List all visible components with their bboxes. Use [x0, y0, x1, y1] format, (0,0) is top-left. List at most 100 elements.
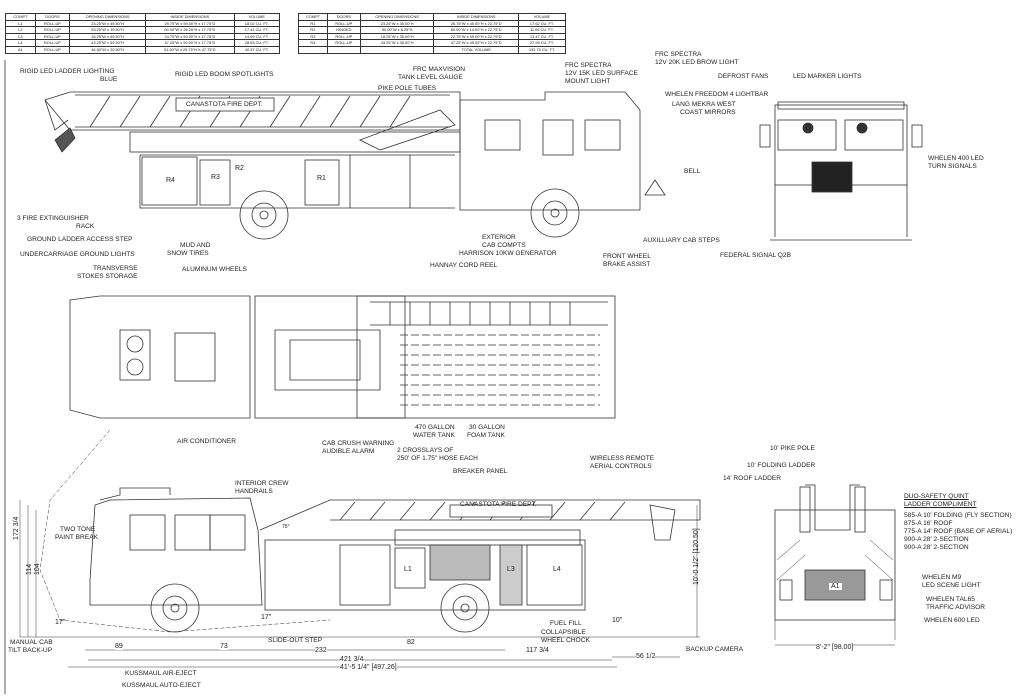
- turn-signals-label: WHELEN 400 LED: [928, 155, 984, 162]
- handrails-label-2: HANDRAILS: [235, 488, 273, 495]
- crosslays-label: 2 CROSSLAYS OF: [397, 447, 454, 454]
- spectra-15k-label-2: 12V 15K LED SURFACE: [565, 70, 638, 77]
- tal65-label: WHELEN TAL65: [926, 596, 975, 603]
- q2b-label: FEDERAL SIGNAL Q2B: [720, 252, 791, 259]
- dim-ladder-height: 10'-0 1/2" [120.50]: [693, 528, 700, 585]
- exterior-compts-label: EXTERIOR: [482, 234, 516, 241]
- total-value: 193.75 CU. FT.: [517, 45, 567, 54]
- stokes-label-2: STOKES STORAGE: [77, 273, 138, 280]
- dim-rear-clearance: 10": [612, 617, 623, 624]
- table-cell: ROLL-UP: [34, 45, 71, 54]
- hannay-label: HANNAY CORD REEL: [430, 262, 498, 269]
- dim-114: 114: [26, 563, 33, 575]
- dim-overall-height: 172 3/4: [13, 516, 20, 540]
- compartment-l4: L4: [553, 566, 561, 573]
- dim-82: 82: [407, 639, 415, 646]
- led600-label: WHELEN 600 LED: [924, 617, 980, 624]
- folding-ladder-label: 10' FOLDING LADDER: [747, 462, 816, 469]
- compartment-r2: R2: [235, 165, 244, 172]
- bell-label: BELL: [684, 168, 701, 175]
- spectra-20k-label-2: 12V 20K LED BROW LIGHT: [655, 59, 739, 66]
- maxvision-label-2: TANK LEVEL GAUGE: [398, 74, 463, 81]
- compartment-a1: A1: [829, 583, 842, 590]
- auto-eject-label: KUSSMAUL AUTO-EJECT: [122, 682, 201, 689]
- boom-spotlights-label: RIGID LED BOOM SPOTLIGHTS: [175, 71, 274, 78]
- ladder-dept-name: CANASTOTA FIRE DEPT.: [186, 101, 263, 108]
- handrails-label: INTERIOR CREW: [235, 480, 289, 487]
- aluminum-wheels-label: ALUMINUM WHEELS: [182, 266, 247, 273]
- dim-rear-width: 8'-2" [98.00]: [816, 644, 854, 651]
- lightbar-label: WHELEN FREEDOM 4 LIGHTBAR: [665, 91, 769, 98]
- ladder-lighting-label: RIGID LED LADDER LIGHTING: [20, 68, 115, 75]
- crosslays-label-2: 250' OF 1.75" HOSE EACH: [397, 455, 478, 462]
- slide-out-step-label: SLIDE-OUT STEP: [268, 637, 323, 644]
- wheel-chock-label: COLLAPSIBLE: [541, 629, 586, 636]
- dim-mid-clearance: 17": [261, 614, 272, 621]
- pike-pole-tubes-label: PIKE POLE TUBES: [378, 85, 437, 92]
- wheel-chock-label-2: WHEEL CHOCK: [541, 637, 590, 644]
- aux-steps-label: AUXILLIARY CAB STEPS: [643, 237, 720, 244]
- compartment-r1: R1: [317, 175, 326, 182]
- harrison-label: HARRISON 10KW GENERATOR: [459, 250, 557, 257]
- two-tone-label: TWO TONE: [60, 526, 96, 533]
- mirrors-label: LANG MEKRA WEST: [672, 101, 736, 108]
- total-label: TOTAL VOLUME: [433, 45, 519, 54]
- foam-tank-label: 30 GALLON: [469, 424, 505, 431]
- left-dept-name: CANASTOTA FIRE DEPT.: [460, 501, 537, 508]
- mud-tires-label-2: SNOW TIRES: [167, 250, 209, 257]
- cab-tilt-label: MANUAL CAB: [10, 639, 53, 646]
- dim-56: 56 1/2: [636, 653, 656, 660]
- spectra-20k-label: FRC SPECTRA: [655, 51, 702, 58]
- front-wheel-label: FRONT WHEEL: [603, 253, 651, 260]
- front-wheel-label-2: BRAKE ASSIST: [603, 261, 651, 268]
- mud-tires-label: MUD AND: [180, 242, 211, 249]
- ladder-compliment-title-2: LADDER COMPLIMENT: [904, 501, 977, 508]
- foam-tank-label-2: FOAM TANK: [467, 432, 505, 439]
- compartment-l3: L3: [507, 566, 515, 573]
- pike-pole-label: 10' PIKE POLE: [770, 445, 815, 452]
- dim-421: 421 3/4: [340, 656, 364, 663]
- compartment-r3: R3: [211, 174, 220, 181]
- rear-view-drawing: [774, 484, 896, 646]
- two-tone-label-2: PAINT BREAK: [55, 534, 98, 541]
- dim-104: 104: [34, 563, 41, 575]
- ladder-compliment-item: 900-A 28' 2-SECTION: [904, 536, 969, 543]
- wireless-controls-label: WIRELESS REMOTE: [590, 455, 655, 462]
- dim-overall-length: 41'-5 1/4" [497.26]: [340, 664, 397, 671]
- mirrors-label-2: COAST MIRRORS: [680, 109, 736, 116]
- compartment-r4: R4: [166, 177, 175, 184]
- defrost-fans-label: DEFROST FANS: [718, 73, 769, 80]
- dim-angle: 75°: [282, 524, 290, 530]
- cab-crush-label-2: AUDIBLE ALARM: [322, 448, 375, 455]
- spectra-15k-label-3: MOUNT LIGHT: [565, 78, 611, 85]
- water-tank-label: 470 GALLON: [415, 424, 455, 431]
- cab-tilt-label-2: TILT BACK-UP: [8, 647, 53, 654]
- ladder-compliment-item: 875-A 16' ROOF: [904, 520, 953, 527]
- tal65-label-2: TRAFFIC ADVISOR: [926, 604, 985, 611]
- roof-ladder-label: 14' ROOF LADDER: [723, 475, 782, 482]
- top-view-drawing: [69, 295, 616, 419]
- exterior-compts-label-2: CAB COMPTS: [482, 242, 526, 249]
- front-view-drawing: [759, 101, 923, 241]
- wireless-controls-label-2: AERIAL CONTROLS: [590, 463, 652, 470]
- left-view-drawing: [19, 429, 701, 668]
- dim-front-clearance: 17": [55, 619, 66, 626]
- ladder-compliment-item: 775-A 14' ROOF (BASE OF AERIAL): [904, 528, 1013, 535]
- m9-label: WHELEN M9: [922, 574, 962, 581]
- spectra-15k-label: FRC SPECTRA: [565, 62, 612, 69]
- cab-crush-label: CAB CRUSH WARNING: [322, 440, 395, 447]
- extinguisher-label: 3 FIRE EXTINGUISHER: [17, 215, 89, 222]
- table-cell: 40.57 CU. FT.: [233, 45, 281, 54]
- ladder-lighting-color-label: BLUE: [100, 76, 118, 83]
- water-tank-label-2: WATER TANK: [413, 432, 455, 439]
- air-conditioner-label: AIR CONDITIONER: [177, 438, 236, 445]
- dim-89: 89: [115, 643, 123, 650]
- dim-232: 232: [315, 647, 327, 654]
- extinguisher-label-2: RACK: [76, 223, 95, 230]
